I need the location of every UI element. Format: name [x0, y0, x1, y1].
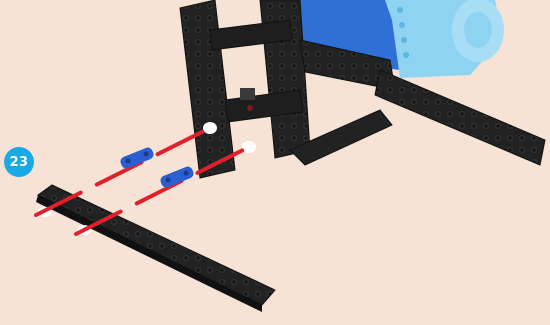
black-beam [36, 185, 275, 312]
step-number-badge: 23 [4, 147, 34, 177]
